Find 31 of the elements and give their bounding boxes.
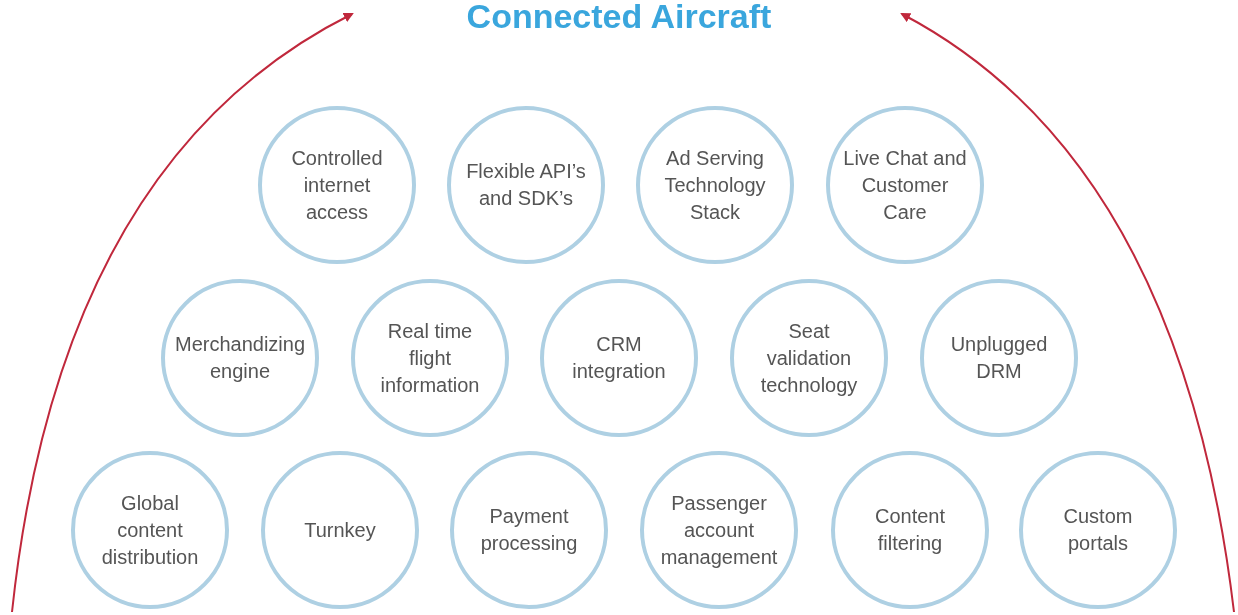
feature-circle [261,451,419,609]
feature-label: Ad Serving Technology Stack [663,145,767,225]
title: Connected Aircraft [465,0,773,36]
feature-circle [920,279,1078,437]
feature-label: CRM integration [571,332,667,384]
feature-circle [730,279,888,437]
feature-circle [258,106,416,264]
feature-circle [1019,451,1177,609]
feature-label: Unplugged DRM [949,332,1049,384]
feature-label: Content filtering [873,504,947,556]
feature-label: Passenger account management [659,490,779,570]
feature-circle [447,106,605,264]
feature-label: Live Chat and Customer Care [842,145,968,225]
feature-circle [450,451,608,609]
feature-circle [831,451,989,609]
feature-circle [71,451,229,609]
feature-label: Controlled internet access [290,145,384,225]
feature-label: Merchandizing engine [173,332,307,384]
feature-label: Global content distribution [100,490,200,570]
feature-circle [636,106,794,264]
feature-label: Turnkey [303,517,377,543]
feature-label: Flexible API’s and SDK’s [465,159,587,211]
feature-label: Seat validation technology [759,318,859,398]
feature-circle [540,279,698,437]
feature-circle [161,279,319,437]
feature-circle [351,279,509,437]
feature-circle [826,106,984,264]
feature-circle [640,451,798,609]
feature-label: Payment processing [479,504,579,556]
feature-label: Custom portals [1062,504,1134,556]
feature-label: Real time flight information [379,318,481,398]
